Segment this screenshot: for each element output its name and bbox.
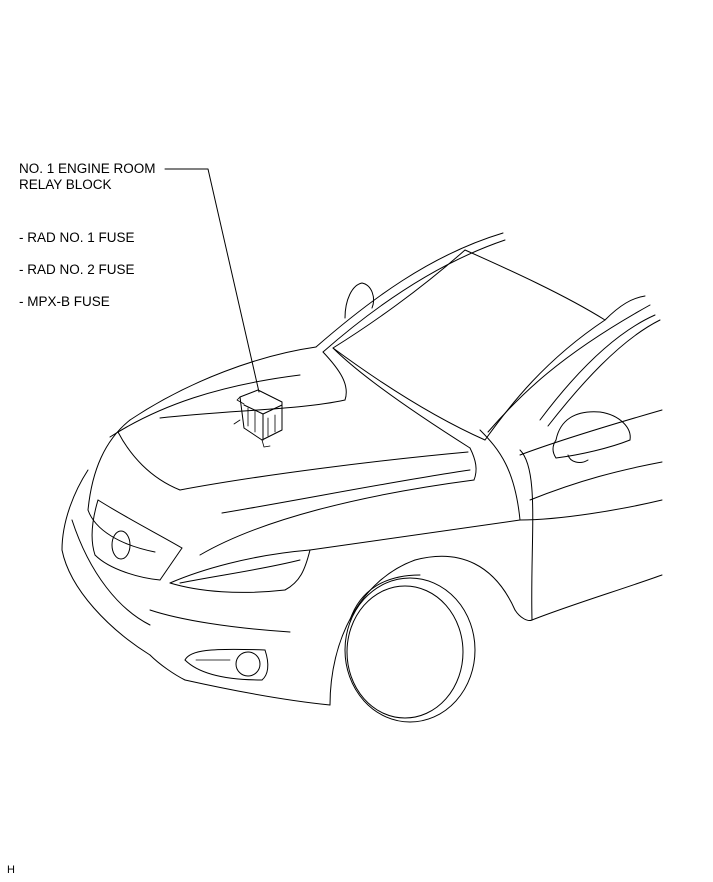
diagram-code: H: [7, 864, 15, 876]
callout-title-line1: NO. 1 ENGINE ROOM: [19, 161, 156, 176]
front-wheel: [329, 555, 516, 723]
hood: [87, 346, 477, 556]
side-body: [309, 409, 663, 621]
relay-block-icon: [233, 389, 283, 448]
headlight: [169, 549, 311, 593]
front-fascia: [61, 469, 331, 706]
antenna-fin: [344, 282, 375, 319]
callout-title: NO. 1 ENGINE ROOM RELAY BLOCK: [19, 161, 156, 193]
fuse-label-rad-no2: - RAD NO. 2 FUSE: [19, 262, 135, 277]
fuse-label-mpx-b: - MPX-B FUSE: [19, 294, 110, 309]
side-mirror: [552, 411, 631, 463]
fuse-label-rad-no1: - RAD NO. 1 FUSE: [19, 230, 135, 245]
fog-lamp: [184, 648, 269, 681]
callout-title-line2: RELAY BLOCK: [19, 177, 112, 192]
callout-leader-line: [164, 168, 260, 393]
windshield-and-roof: [315, 232, 661, 441]
